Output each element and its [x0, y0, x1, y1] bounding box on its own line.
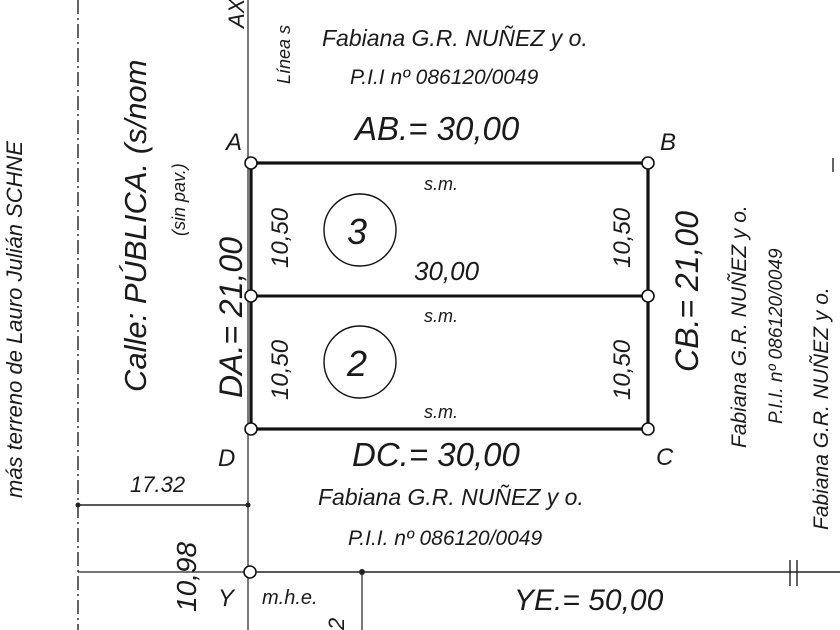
- vertex-b-label: B: [660, 129, 676, 156]
- vertex-a-marker: [244, 156, 258, 170]
- owner-bottom-label: Fabiana G.R. NUÑEZ y o.: [318, 484, 584, 510]
- vertex-d-label: D: [218, 445, 235, 472]
- lot-3-circle: [323, 193, 397, 267]
- da-dimension: DA.= 21,00: [213, 237, 249, 398]
- mhe-label: m.h.e.: [262, 587, 318, 609]
- vertex-y-marker: [243, 565, 257, 579]
- owner-right-2: Fabiana G.R. NUÑEZ y o.: [809, 287, 833, 530]
- lot-2-circle: [323, 325, 397, 399]
- owner-top-label: Fabiana G.R. NUÑEZ y o.: [322, 25, 588, 51]
- cb-dimension: CB.= 21,00: [669, 211, 705, 372]
- vertex-left-mid-marker: [244, 289, 258, 303]
- pii-bottom-label: P.I.I. nº 086120/0049: [348, 527, 542, 550]
- vertex-y-label: Y: [218, 585, 236, 612]
- lot-3-left-depth: 10,50: [267, 207, 294, 268]
- lot-3-width: 30,00: [414, 256, 480, 286]
- dc-dimension: DC.= 30,00: [352, 436, 520, 473]
- lot-2-bottom-sm: s.m.: [424, 402, 458, 422]
- dim-tick: [75, 502, 81, 508]
- vertex-c-label: C: [656, 444, 674, 471]
- lot-3-top-sm: s.m.: [424, 174, 458, 194]
- lot-2-number: 2: [346, 343, 367, 384]
- owner-right-1: Fabiana G.R. NUÑEZ y o.: [727, 205, 751, 448]
- dim-1098-label: 10,98: [171, 542, 202, 612]
- dim-partial-label: 2: [324, 618, 349, 630]
- ax-label: AX: [224, 0, 249, 30]
- street-name: Calle: PÚBLICA. (s/nom: [118, 60, 153, 393]
- vertex-a-label: A: [224, 129, 242, 156]
- lot-2-left-depth: 10,50: [267, 339, 294, 400]
- pii-top-label: P.I.I nº 086120/0049: [350, 66, 539, 89]
- pii-right-label: P.I.I. nº 086120/0049: [766, 248, 787, 424]
- dim-tick: [245, 502, 251, 508]
- vertex-right-mid-marker: [641, 289, 655, 303]
- linea-label: Línea s: [274, 25, 294, 84]
- lot-3-right-depth: 10,50: [609, 207, 636, 268]
- vertex-b-marker: [641, 156, 655, 170]
- vertex-d-marker: [244, 422, 258, 436]
- ab-dimension: AB.= 30,00: [353, 110, 520, 147]
- dim-1732-label: 17.32: [130, 472, 185, 497]
- vertex-c-marker: [641, 422, 655, 436]
- street-sub: (sin pav.): [169, 163, 189, 236]
- lot-2-right-depth: 10,50: [609, 339, 636, 400]
- left-owner-label: más terreno de Lauro Julián SCHNE: [2, 141, 27, 498]
- ye-dimension: YE.= 50,00: [514, 584, 664, 617]
- lot-2-top-sm: s.m.: [424, 306, 458, 326]
- lot-3-number: 3: [347, 211, 367, 252]
